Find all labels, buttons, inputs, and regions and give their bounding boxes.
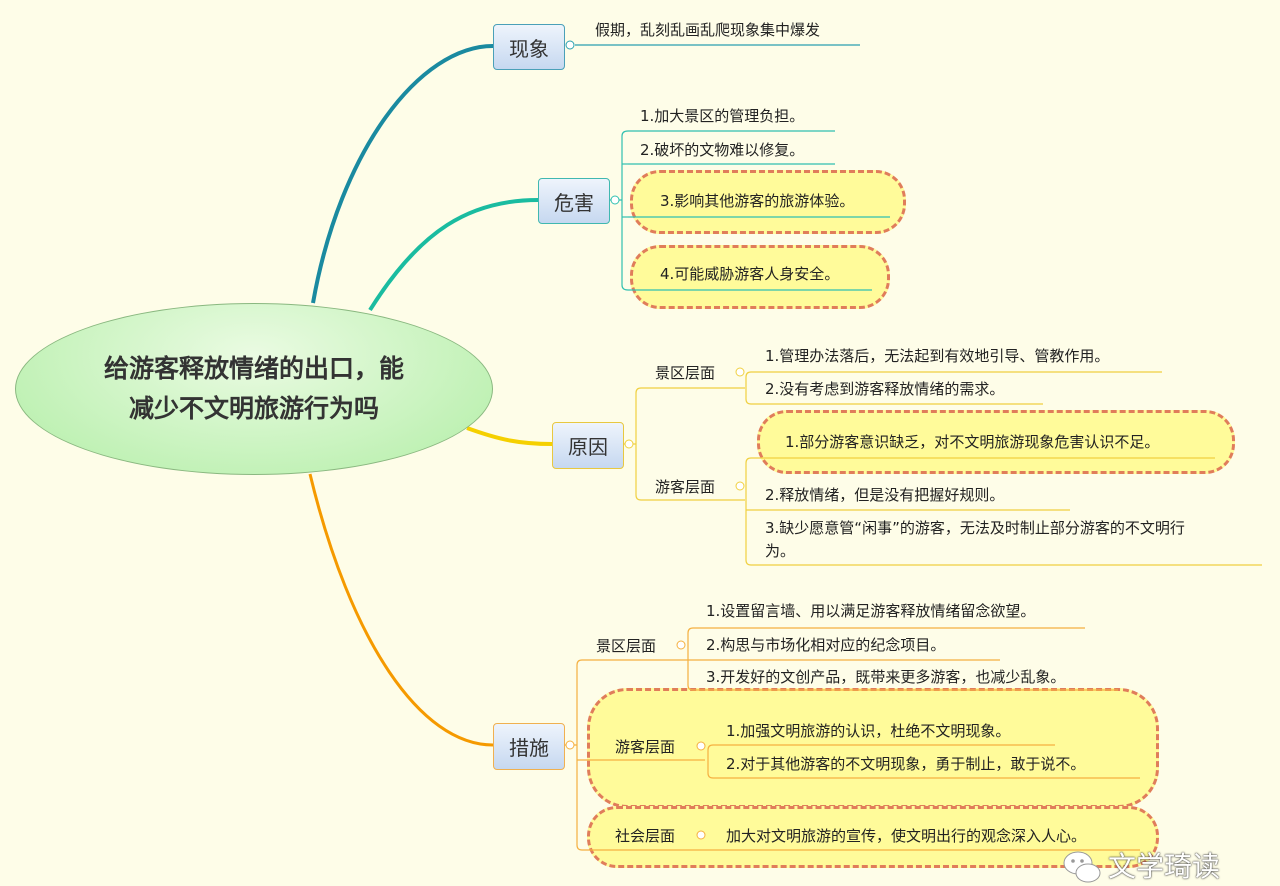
measures-item[interactable]: 3.开发好的文创产品，既带来更多游客，也减少乱象。 [706,668,1066,686]
cause-item[interactable]: 1.管理办法落后，无法起到有效地引导、管教作用。 [765,347,1110,365]
measures-item[interactable]: 加大对文明旅游的宣传，使文明出行的观念深入人心。 [726,827,1087,845]
highlight-cloud [630,245,890,309]
cause-item-cont: 为。 [765,542,796,560]
cause-item[interactable]: 1.部分游客意识缺乏，对不文明旅游现象危害认识不足。 [785,433,1160,451]
measures-item[interactable]: 2.构思与市场化相对应的纪念项目。 [706,636,946,654]
watermark: 文学琦读 [1062,848,1220,886]
topic-cause[interactable]: 原因 [552,422,624,469]
topic-measures[interactable]: 措施 [493,723,565,770]
highlight-cloud [630,170,906,234]
measures-item[interactable]: 1.设置留言墙、用以满足游客释放情绪留念欲望。 [706,602,1036,620]
central-topic-line2: 减少不文明旅游行为吗 [128,394,379,423]
harm-item[interactable]: 2.破坏的文物难以修复。 [640,141,805,159]
cause-item[interactable]: 3.缺少愿意管“闲事”的游客，无法及时制止部分游客的不文明行 [765,519,1185,537]
measures-item[interactable]: 2.对于其他游客的不文明现象，勇于制止，敢于说不。 [726,755,1086,773]
harm-item[interactable]: 4.可能威胁游客人身安全。 [660,265,840,283]
measures-tourist-level[interactable]: 游客层面 [615,738,676,756]
harm-item[interactable]: 3.影响其他游客的旅游体验。 [660,192,855,210]
watermark-text: 文学琦读 [1108,850,1221,883]
cause-item[interactable]: 2.释放情绪，但是没有把握好规则。 [765,486,1005,504]
measures-item[interactable]: 1.加强文明旅游的认识，杜绝不文明现象。 [726,722,1011,740]
measures-society-level[interactable]: 社会层面 [615,827,676,845]
central-topic-line1: 给游客释放情绪的出口，能 [103,354,404,383]
highlight-cloud [757,410,1235,474]
harm-item[interactable]: 1.加大景区的管理负担。 [640,107,805,125]
cause-scenic-level[interactable]: 景区层面 [655,364,716,382]
cause-tourist-level[interactable]: 游客层面 [655,478,716,496]
measures-scenic-level[interactable]: 景区层面 [596,637,657,655]
central-topic[interactable]: 给游客释放情绪的出口，能减少不文明旅游行为吗 [15,303,493,475]
phenomenon-item[interactable]: 假期，乱刻乱画乱爬现象集中爆发 [595,21,821,39]
cause-item[interactable]: 2.没有考虑到游客释放情绪的需求。 [765,380,1005,398]
topic-harm[interactable]: 危害 [538,178,610,224]
wechat-icon [1063,851,1101,883]
highlight-cloud [587,806,1159,868]
topic-phenomenon[interactable]: 现象 [493,24,565,70]
